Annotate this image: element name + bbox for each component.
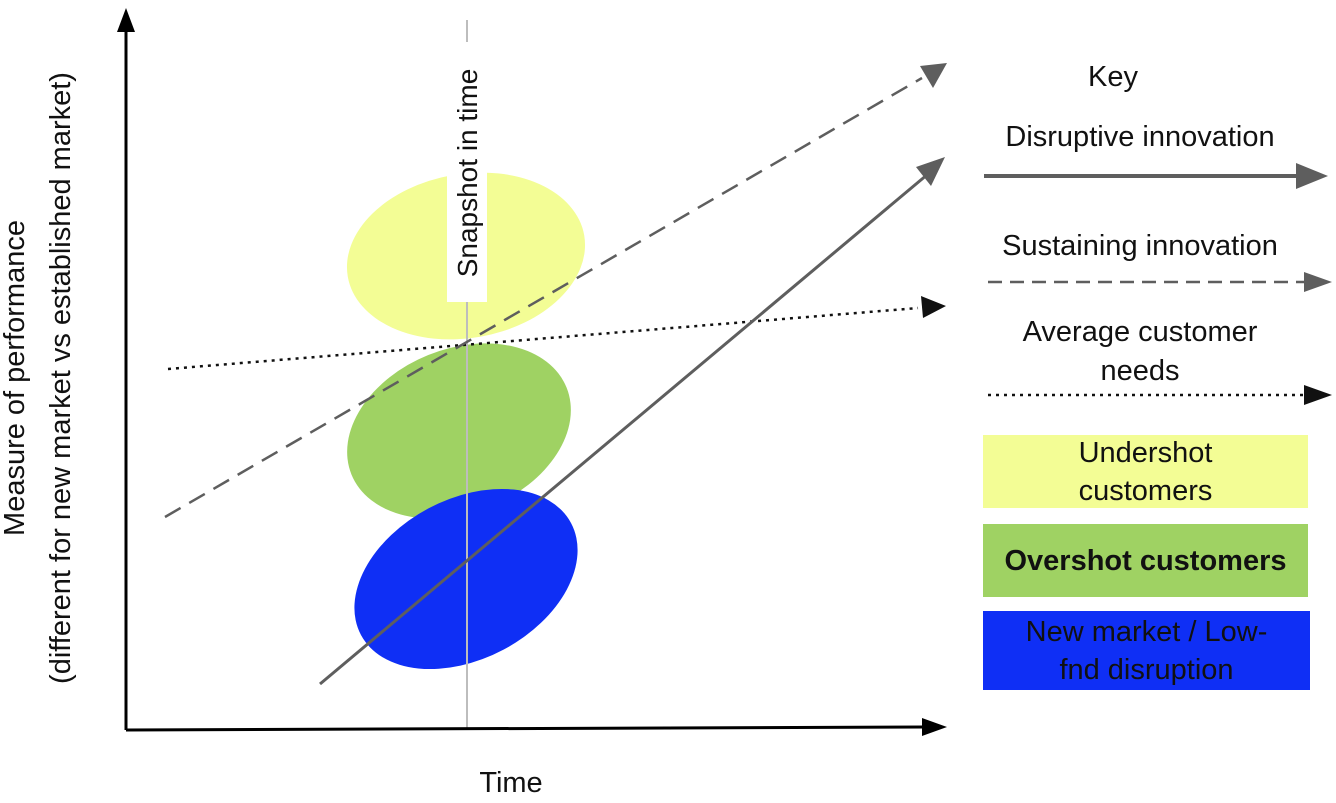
key-disruptive-arrowhead	[1296, 163, 1328, 189]
key-newmarket-line2: fnd disruption	[1059, 653, 1234, 686]
key-undershot-box: Undershot customers	[983, 435, 1308, 508]
key-undershot-line1: Undershot	[1078, 436, 1213, 469]
sustaining-line	[164, 76, 923, 519]
y-axis-label-line1: Measure of performance	[0, 220, 31, 536]
x-axis	[125, 725, 926, 732]
snapshot-label-bg	[447, 42, 487, 302]
key-disruptive-label: Disruptive innovation	[1005, 121, 1274, 153]
average-needs-arrowhead	[921, 296, 946, 318]
key-newmarket-line1: New market / Low-	[1025, 615, 1268, 648]
x-axis-label: Time	[479, 767, 542, 799]
key-overshot-box: Overshot customers	[983, 524, 1308, 597]
average-needs-line	[167, 306, 919, 371]
key-undershot-line2: customers	[1078, 474, 1213, 507]
key-average-label-line1: Average customer	[1023, 316, 1258, 348]
disruptive-arrowhead	[916, 157, 945, 186]
y-axis-arrowhead	[117, 8, 135, 32]
key-title: Key	[1088, 61, 1138, 93]
overshot-customers-ellipse	[347, 343, 571, 519]
key-sustaining-arrowhead	[1304, 272, 1332, 292]
snapshot-label: Snapshot in time	[452, 69, 483, 278]
key-sustaining-label: Sustaining innovation	[1002, 230, 1278, 262]
key-overshot-label: Overshot customers	[1004, 544, 1287, 577]
y-axis-label-line2: (different for new market vs established…	[45, 72, 77, 684]
key-average-label-line2: needs	[1100, 355, 1179, 387]
sustaining-arrowhead	[920, 63, 947, 88]
key-newmarket-box: New market / Low- fnd disruption	[983, 611, 1310, 690]
key-average-arrowhead	[1304, 385, 1332, 405]
x-axis-arrowhead	[922, 718, 947, 736]
disruptive-line	[319, 172, 929, 686]
